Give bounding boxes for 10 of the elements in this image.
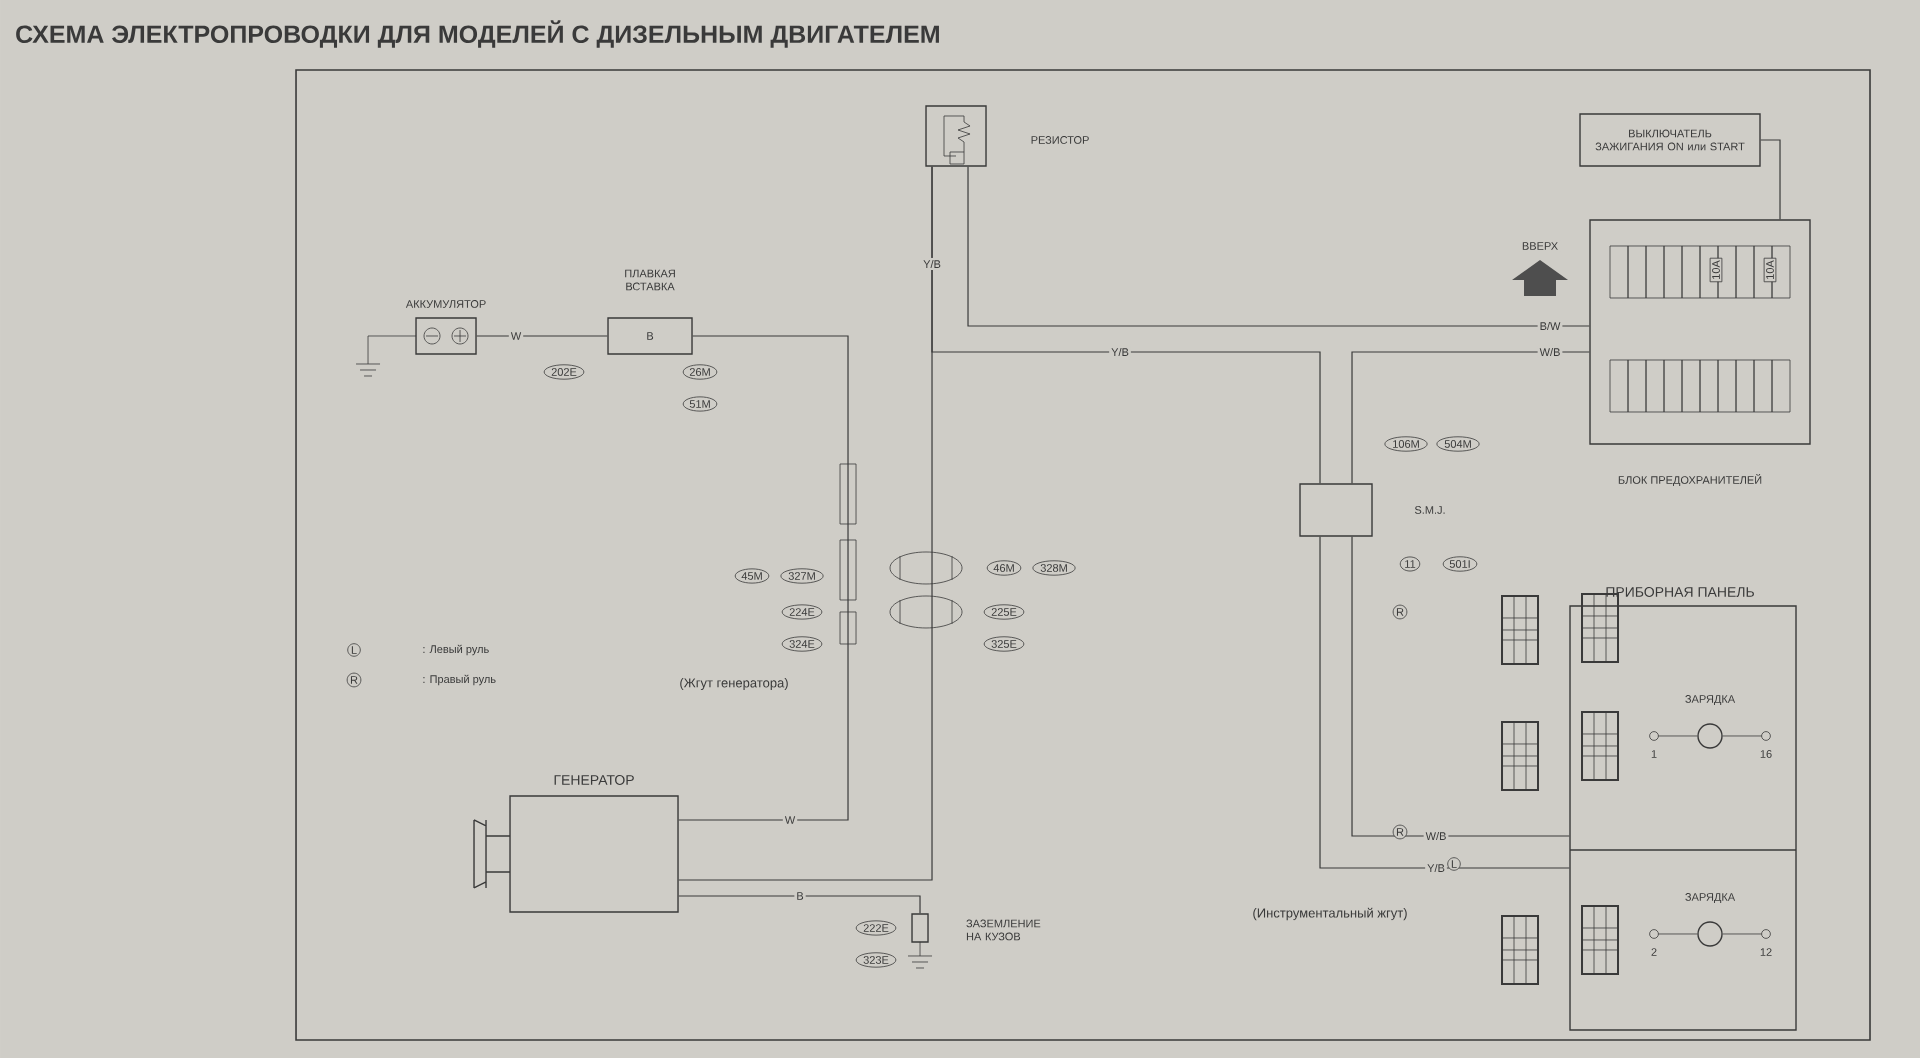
wire — [476, 335, 608, 337]
wire — [1351, 351, 1590, 484]
wire — [1351, 536, 1570, 837]
wire — [1760, 139, 1781, 220]
title: СХЕМА ЭЛЕКТРОПРОВОДКИ ДЛЯ МОДЕЛЕЙ С ДИЗЕЛЬНЫМ ДВИГАТЕЛЕМ — [16, 20, 939, 48]
wire — [967, 166, 1590, 327]
wire — [678, 335, 849, 821]
wire — [931, 166, 1321, 484]
wire — [678, 895, 921, 914]
wire — [1319, 536, 1570, 869]
